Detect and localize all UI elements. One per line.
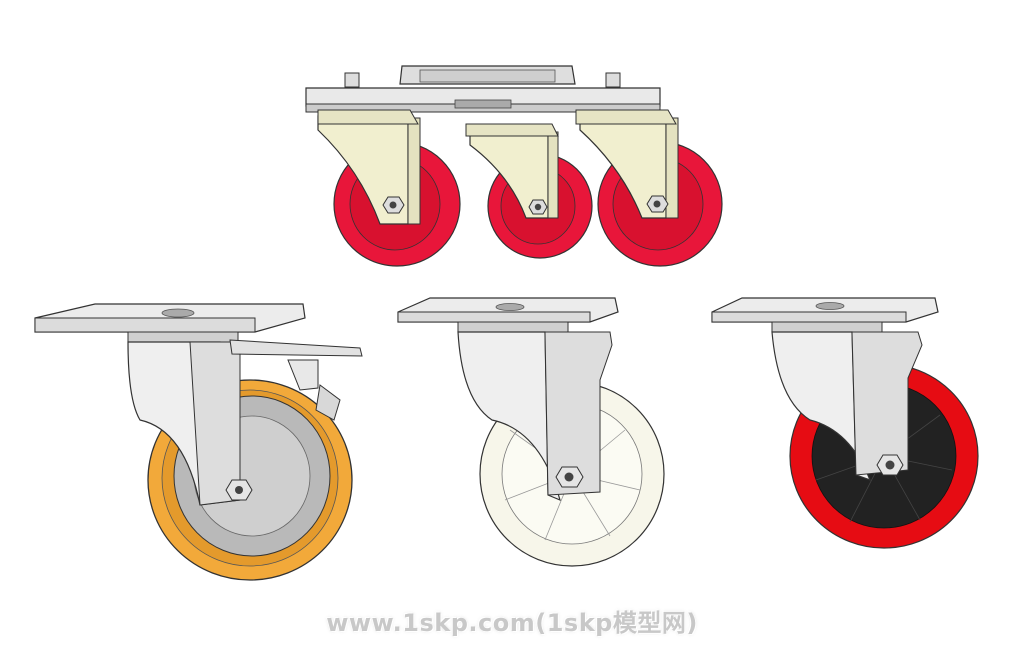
orange-polyurethane-caster-with-brake bbox=[34, 303, 363, 581]
watermark-text: www.1skp.com(1skp模型网) bbox=[326, 609, 698, 637]
red-caster-left bbox=[317, 109, 461, 267]
white-nylon-caster bbox=[397, 297, 665, 567]
top-mounting-plate bbox=[305, 65, 661, 113]
triple-red-caster-assembly bbox=[305, 65, 723, 267]
red-caster-right bbox=[575, 109, 723, 267]
red-black-rubber-caster bbox=[711, 297, 979, 549]
red-caster-middle bbox=[465, 123, 593, 259]
